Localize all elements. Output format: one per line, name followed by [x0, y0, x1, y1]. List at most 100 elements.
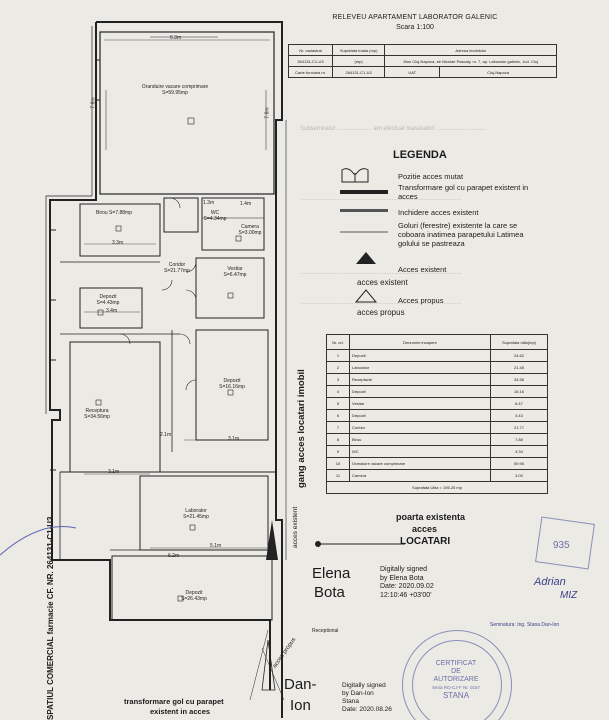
surface-name: Receptacie [349, 373, 491, 386]
legend-item-2: Transformare gol cu parapet existent in … [398, 183, 529, 201]
dim-d7: 5.1m [210, 543, 222, 549]
surface-name: Vestiar [349, 397, 491, 410]
dim-d3: 3.3m [112, 240, 124, 246]
acces-existent-vertical: acces existent [292, 506, 299, 548]
surface-name: Birou [349, 433, 491, 446]
surf-header-area: Suprafata utila(mp) [490, 334, 548, 350]
signature-adrian: Adrian [534, 576, 566, 588]
legend-item-3: Inchidere acces existent [398, 208, 479, 217]
background-text: ........................................… [300, 270, 462, 276]
surface-area: 16.16 [490, 385, 548, 398]
signature-danion-1: Dan- [284, 676, 317, 693]
signature-elena-2: Bota [314, 584, 345, 601]
poarta-line-2: acces [412, 524, 438, 534]
cad-header-1: Nr. cadastral [288, 44, 333, 56]
room-depozit-6: Depozit S=4.43mp [96, 294, 120, 306]
danion-line: Stana [342, 698, 359, 705]
surface-table: Nr. crt. Denumire incapere Suprafata uti… [326, 334, 548, 494]
stamp-line: Seria RO-CJ-F Nr. 0157 [431, 685, 480, 690]
surface-area: 4.34 [490, 445, 548, 458]
background-text: ........................................… [300, 196, 462, 202]
room-receptional: Receptional [312, 628, 339, 634]
cadastral-table: Nr. cadastral Suprafata totala (mp) Adre… [288, 44, 557, 78]
elena-line: Digitally signed [380, 566, 428, 573]
elena-line: Date: 2020.09.02 [380, 583, 434, 590]
cad-cell: 264131-C1-U3 [288, 55, 333, 67]
surface-area: 7.88 [490, 433, 548, 446]
cad-cell: UAT [384, 66, 441, 78]
room-coridor: Coridor S=21.77mp [164, 262, 190, 274]
signature-danion-2: Ion [290, 697, 311, 714]
surface-area: 34.56 [490, 373, 548, 386]
surface-nr: 7 [326, 421, 350, 434]
surf-total: Suprafata Utila = 195.25 mp [326, 481, 548, 494]
dim-left: 7.6m [90, 97, 97, 109]
semnatura-line: Semnatura: Ing. Stana Dan-Ion [490, 622, 560, 628]
dim-d6: 2.1m [160, 432, 172, 438]
surface-nr: 4 [326, 385, 350, 398]
cad-cell: Carte funciara nr. [288, 66, 333, 78]
stamp-line: AUTORIZARE [433, 676, 479, 683]
surface-nr: 2 [326, 361, 350, 374]
signature-elena-1: Elena [312, 565, 351, 582]
spatiu-comercial-label: SPATIUL COMERCIAL farmacie CF. NR. 26413… [46, 516, 55, 720]
background-text: Subsemnatul ..................... am efe… [300, 126, 487, 132]
dim-d8: 6.2m [168, 553, 180, 559]
surface-nr: 6 [326, 409, 350, 422]
surface-area: 21.77 [490, 421, 548, 434]
cad-header-2: Suprafata totala (mp) [331, 44, 386, 56]
room-vestiar: Vestiar S=6.47mp [223, 266, 247, 278]
surface-name: Depozit [349, 385, 491, 398]
room-birou: Birou S=7.88mp [96, 210, 132, 216]
poarta-line-3: LOCATARI [400, 536, 451, 547]
gang-label: gang acces locatari imobil [296, 369, 307, 488]
room-depozit-1: Depozit S=26.43mp [181, 590, 207, 602]
surface-area: 21.45 [490, 361, 548, 374]
surface-name: Oranduire vacare comprimare [349, 457, 491, 470]
room-oranduire: Oranduire vacare comprimare S=59.95mp [141, 84, 209, 96]
surface-area: 59.95 [490, 457, 548, 470]
surface-nr: 8 [326, 433, 350, 446]
number-stamp-value: 935 [553, 540, 570, 551]
poarta-arrow [315, 541, 405, 547]
surface-name: Laborator [349, 361, 491, 374]
dim-d9: 3.1m [228, 436, 240, 442]
surface-area: 3.00 [490, 469, 548, 482]
legend-title: LEGENDA [393, 149, 447, 161]
dim-d2: 1.4m [240, 201, 252, 207]
legend-item-6: Acces propus [398, 296, 444, 305]
transformare-line-2: existent in acces [150, 707, 211, 716]
floor-plan [0, 21, 287, 718]
room-wc: WC S=4.34mp [203, 210, 227, 222]
danion-line: Date: 2020.08.26 [342, 706, 392, 713]
elena-line: 12:10:46 +03'00' [380, 591, 432, 599]
cad-cell: Cluj-Napoca [439, 66, 557, 78]
dim-right: 7.6m [264, 107, 271, 119]
elena-line: by Elena Bota [380, 574, 424, 582]
surface-nr: 1 [326, 349, 350, 362]
surface-nr: 9 [326, 445, 350, 458]
legend-acces-existent-tag: acces existent [357, 278, 408, 287]
surface-area: 24.62 [490, 349, 548, 362]
surface-nr: 11 [326, 469, 350, 482]
transformare-line-1: transformare gol cu parapet [124, 697, 224, 706]
surf-header-name: Denumire incapere [349, 334, 491, 350]
surface-area: 4.43 [490, 409, 548, 422]
legend-symbols [340, 168, 388, 303]
digital-sign-danion: Digitally signed by Dan-Ion Stana Date: … [342, 682, 392, 714]
cad-cell: (mp) [331, 55, 386, 67]
surface-name: Camera [349, 469, 491, 482]
background-text: ........................................… [300, 300, 462, 306]
legend-item-4: Goluri (ferestre) existente la care se c… [398, 221, 524, 248]
surface-name: WC [349, 445, 491, 458]
room-receptie: Receptura S=34.56mp [84, 408, 110, 420]
legend-acces-propus-tag: acces propus [357, 308, 405, 317]
